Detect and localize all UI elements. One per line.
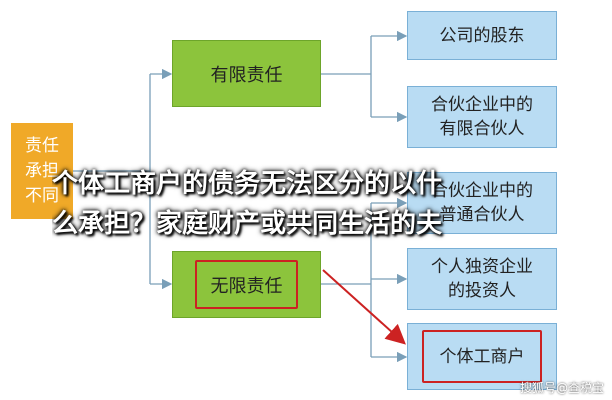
- root-line-2: 承担: [25, 160, 59, 181]
- leaf-3-line-2: 普通合伙人: [439, 205, 525, 225]
- leaf-2-line-1: 合伙企业中的: [431, 95, 533, 115]
- leaf-2-line-2: 有限合伙人: [439, 119, 525, 139]
- node-unlimited-label: 无限责任: [210, 275, 283, 297]
- leaf-general-partner: 合伙企业中的 普通合伙人: [407, 172, 557, 234]
- leaf-company-shareholder: 公司的股东: [407, 11, 557, 60]
- headline-line-2: 么承担？家庭财产或共同生活的夫: [52, 209, 443, 239]
- leaf-sole-proprietor: 个人独资企业 的投资人: [407, 248, 557, 310]
- leaf-1-line-1: 公司的股东: [439, 25, 525, 46]
- highlight-frame: [195, 260, 298, 309]
- connector-root-trunk: [73, 74, 151, 284]
- source-watermark: 搜狐号@查税宝: [519, 381, 604, 395]
- node-limited-label: 有限责任: [210, 64, 283, 86]
- leaf-4-line-1: 个人独资企业: [431, 257, 533, 277]
- highlight-arrow: [322, 269, 406, 345]
- headline-overlay: 个体工商户的债务无法区分的以什 么承担？家庭财产或共同生活的夫: [52, 164, 608, 244]
- leaf-3-line-1: 合伙企业中的: [431, 181, 533, 201]
- root-line-1: 责任: [25, 135, 59, 156]
- node-limited-liability: 有限责任: [172, 40, 321, 107]
- leaf-individual-business: 个体工商户: [407, 323, 557, 390]
- leaf-5-line-1: 个体工商户: [439, 346, 525, 367]
- node-unlimited-liability: 无限责任: [172, 251, 321, 318]
- connector-limited-trunk: [321, 36, 372, 117]
- headline-line-1: 个体工商户的债务无法区分的以什: [52, 169, 443, 199]
- leaf-4-line-2: 的投资人: [448, 281, 516, 301]
- leaf-limited-partner: 合伙企业中的 有限合伙人: [407, 86, 557, 148]
- root-line-3: 不同: [25, 185, 59, 206]
- root-node-liability: 责任 承担 不同: [11, 123, 73, 219]
- highlight-frame: [422, 330, 542, 383]
- connector-unlimited-trunk: [321, 203, 372, 357]
